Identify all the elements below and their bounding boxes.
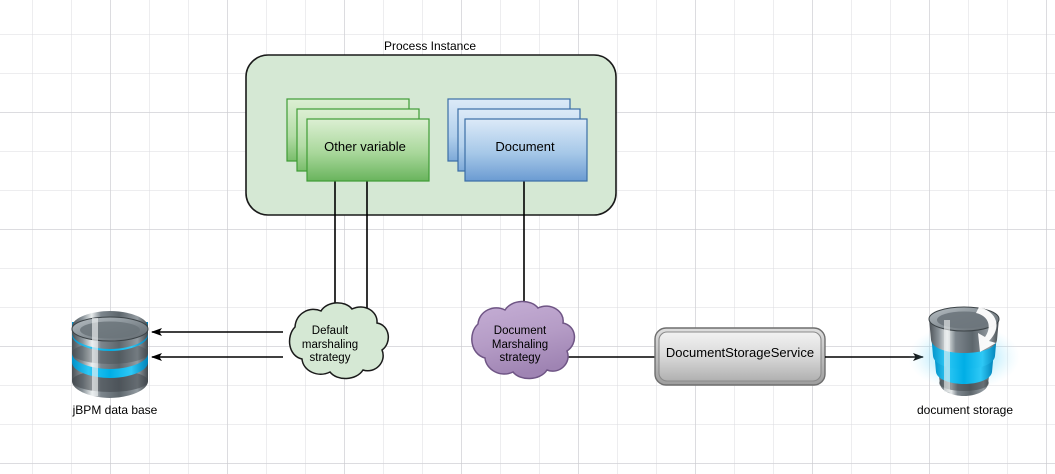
document-strategy-line-2: Marshaling — [491, 338, 549, 351]
document-storage-service-box[interactable] — [654, 327, 826, 386]
document-label: Document — [495, 139, 555, 154]
default-strategy-line-2: marshaling — [301, 338, 359, 351]
document-storage-label: document storage — [916, 403, 1014, 417]
default-strategy-line-1: Default — [311, 325, 349, 337]
page-title: Process Instance — [383, 39, 477, 53]
bucket-storage-icon — [908, 306, 1020, 396]
document-marshaling-strategy-cloud[interactable] — [471, 300, 576, 380]
database-icon — [71, 311, 149, 398]
other-variable-label: Other variable — [324, 139, 406, 154]
connector-arrows — [151, 328, 924, 361]
document-storage-service-label: DocumentStorageService — [665, 345, 815, 360]
document-strategy-line-3: strategy — [499, 352, 541, 364]
default-marshaling-strategy-cloud[interactable] — [288, 302, 389, 380]
document-stack[interactable] — [447, 98, 588, 182]
jbpm-database-label: jBPM data base — [72, 403, 158, 417]
other-variable-stack[interactable] — [286, 98, 430, 182]
document-strategy-line-1: Document — [493, 325, 547, 337]
default-strategy-line-3: strategy — [309, 352, 351, 364]
